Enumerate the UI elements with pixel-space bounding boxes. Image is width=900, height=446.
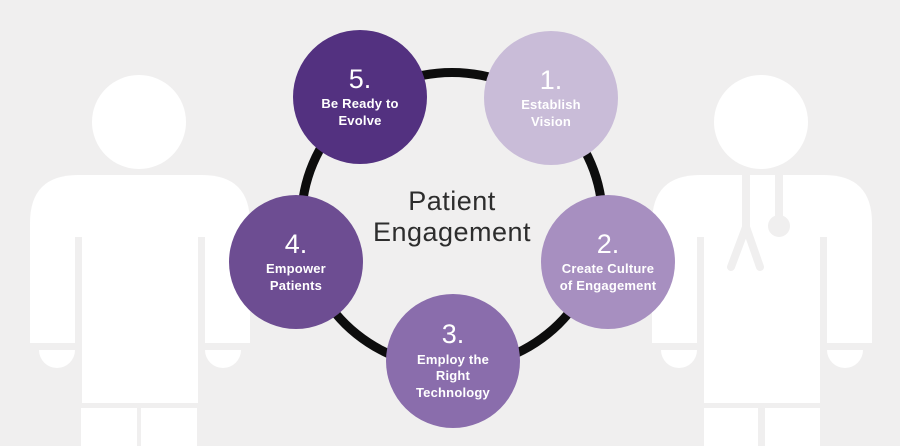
step-label: Create Culture of Engagement (559, 261, 657, 293)
diagram-title: Patient Engagement (302, 186, 602, 248)
diagram-title-line2: Engagement (372, 217, 532, 247)
step-label: Empower Patients (266, 261, 326, 293)
person-shape (30, 75, 250, 446)
step-number: 1. (539, 64, 563, 95)
step-circle-create-culture: 2. Create Culture of Engagement (541, 195, 675, 329)
step-circle-establish-vision: 1. Establish Vision (484, 31, 618, 165)
step-number: 5. (348, 63, 372, 94)
patient-silhouette (30, 75, 250, 446)
step-circle-employ-technology: 3. Employ the Right Technology (386, 294, 520, 428)
step-number: 2. (596, 228, 620, 259)
diagram-title-line1: Patient (408, 186, 496, 216)
step-label: Establish Vision (521, 97, 581, 129)
person-shape (652, 75, 872, 446)
step-circle-empower-patients: 4. Empower Patients (229, 195, 363, 329)
doctor-silhouette (652, 75, 872, 446)
step-number: 4. (284, 228, 308, 259)
step-circle-be-ready-to-evolve: 5. Be Ready to Evolve (293, 30, 427, 164)
step-label: Employ the Right Technology (416, 351, 490, 400)
step-label: Be Ready to Evolve (321, 96, 399, 128)
step-number: 3. (441, 319, 465, 350)
stethoscope-icon (727, 175, 790, 271)
